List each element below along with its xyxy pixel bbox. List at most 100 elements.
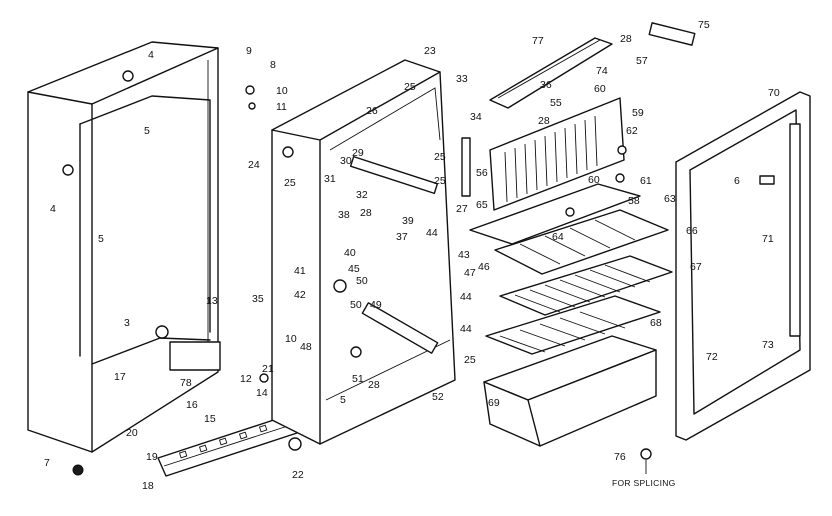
part-number-label: 74 <box>596 65 608 77</box>
part-number-label: 35 <box>252 293 264 305</box>
part-number-label: 25 <box>404 81 416 93</box>
part-number-label: 57 <box>636 55 648 67</box>
door-gasket <box>675 91 811 441</box>
part-number-label: 46 <box>478 261 490 273</box>
part-number-label: 70 <box>768 87 780 99</box>
part-number-label: 13 <box>206 295 218 307</box>
splicing-note-text: FOR SPLICING <box>612 478 676 488</box>
part-number-label: 15 <box>204 413 216 425</box>
part-number-label: 5 <box>98 233 104 245</box>
top-cover <box>489 37 613 109</box>
part-number-label: 55 <box>550 97 562 109</box>
part-number-label: 5 <box>340 394 346 406</box>
part-number-label: 64 <box>552 231 564 243</box>
part-number-label: 41 <box>294 265 306 277</box>
part-number-label: 20 <box>126 427 138 439</box>
part-number-label: 6 <box>734 175 740 187</box>
part-number-label: 43 <box>458 249 470 261</box>
part-number-label: 24 <box>248 159 260 171</box>
part-number-label: 39 <box>402 215 414 227</box>
part-number-label: 14 <box>256 387 268 399</box>
part-number-label: 37 <box>396 231 408 243</box>
splicing-note: FOR SPLICING <box>612 460 676 488</box>
part-number-label: 44 <box>460 323 472 335</box>
part-number-label: 28 <box>620 33 632 45</box>
part-number-label: 66 <box>686 225 698 237</box>
part-number-label: 4 <box>50 203 56 215</box>
part-number-label: 27 <box>456 203 468 215</box>
part-number-label: 28 <box>538 115 550 127</box>
part-number-label: 38 <box>338 209 350 221</box>
cabinet-shell <box>27 41 219 453</box>
part-number-label: 25 <box>434 175 446 187</box>
part-number-label: 28 <box>368 379 380 391</box>
part-number-label: 44 <box>426 227 438 239</box>
part-number-label: 62 <box>626 125 638 137</box>
part-number-label: 4 <box>148 49 154 61</box>
part-number-label: 30 <box>340 155 352 167</box>
hardware-parts <box>62 22 775 476</box>
part-number-label: 76 <box>614 451 626 463</box>
part-number-label: 9 <box>246 45 252 57</box>
part-number-label: 19 <box>146 451 158 463</box>
part-number-label: 75 <box>698 19 710 31</box>
part-number-label: 42 <box>294 289 306 301</box>
part-number-label: 61 <box>640 175 652 187</box>
part-number-label: 68 <box>650 317 662 329</box>
part-number-label: 16 <box>186 399 198 411</box>
part-number-label: 56 <box>476 167 488 179</box>
part-number-label: 34 <box>470 111 482 123</box>
part-number-label: 47 <box>464 267 476 279</box>
part-number-label: 23 <box>424 45 436 57</box>
part-number-label: 40 <box>344 247 356 259</box>
part-number-label: 72 <box>706 351 718 363</box>
part-number-label: 33 <box>456 73 468 85</box>
part-number-label: 52 <box>432 391 444 403</box>
part-number-label: 18 <box>142 480 154 492</box>
part-number-label: 32 <box>356 189 368 201</box>
part-number-label: 36 <box>540 79 552 91</box>
part-number-label: 58 <box>628 195 640 207</box>
part-number-label: 73 <box>762 339 774 351</box>
part-number-label: 10 <box>276 85 288 97</box>
part-number-label: 17 <box>114 371 126 383</box>
part-number-label: 67 <box>690 261 702 273</box>
crisper-drawer <box>483 335 657 447</box>
part-number-label: 48 <box>300 341 312 353</box>
part-number-label: 21 <box>262 363 274 375</box>
part-number-label: 77 <box>532 35 544 47</box>
part-number-label: 45 <box>348 263 360 275</box>
part-number-label: 22 <box>292 469 304 481</box>
part-number-label: 71 <box>762 233 774 245</box>
part-number-label: 10 <box>285 333 297 345</box>
part-number-label: 60 <box>588 174 600 186</box>
control-panel <box>489 97 625 211</box>
part-number-label: 29 <box>352 147 364 159</box>
part-number-label: 60 <box>594 83 606 95</box>
part-number-label: 31 <box>324 173 336 185</box>
part-number-label: 25 <box>434 151 446 163</box>
part-number-label: 65 <box>476 199 488 211</box>
part-number-label: 25 <box>284 177 296 189</box>
part-number-label: 25 <box>464 354 476 366</box>
shelves <box>469 183 673 355</box>
part-number-label: 44 <box>460 291 472 303</box>
part-number-label: 26 <box>366 105 378 117</box>
part-number-label: 69 <box>488 397 500 409</box>
part-number-label: 12 <box>240 373 252 385</box>
part-number-label: 49 <box>370 299 382 311</box>
part-number-label: 5 <box>144 125 150 137</box>
inner-liner <box>271 59 456 445</box>
part-number-label: 78 <box>180 377 192 389</box>
part-number-label: 28 <box>360 207 372 219</box>
part-number-label: 50 <box>356 275 368 287</box>
part-number-label: 59 <box>632 107 644 119</box>
part-number-label: 3 <box>124 317 130 329</box>
part-number-label: 11 <box>276 101 287 113</box>
part-number-label: 8 <box>270 59 276 71</box>
part-number-label: 50 <box>350 299 362 311</box>
part-number-label: 63 <box>664 193 676 205</box>
part-number-label: 51 <box>352 373 364 385</box>
